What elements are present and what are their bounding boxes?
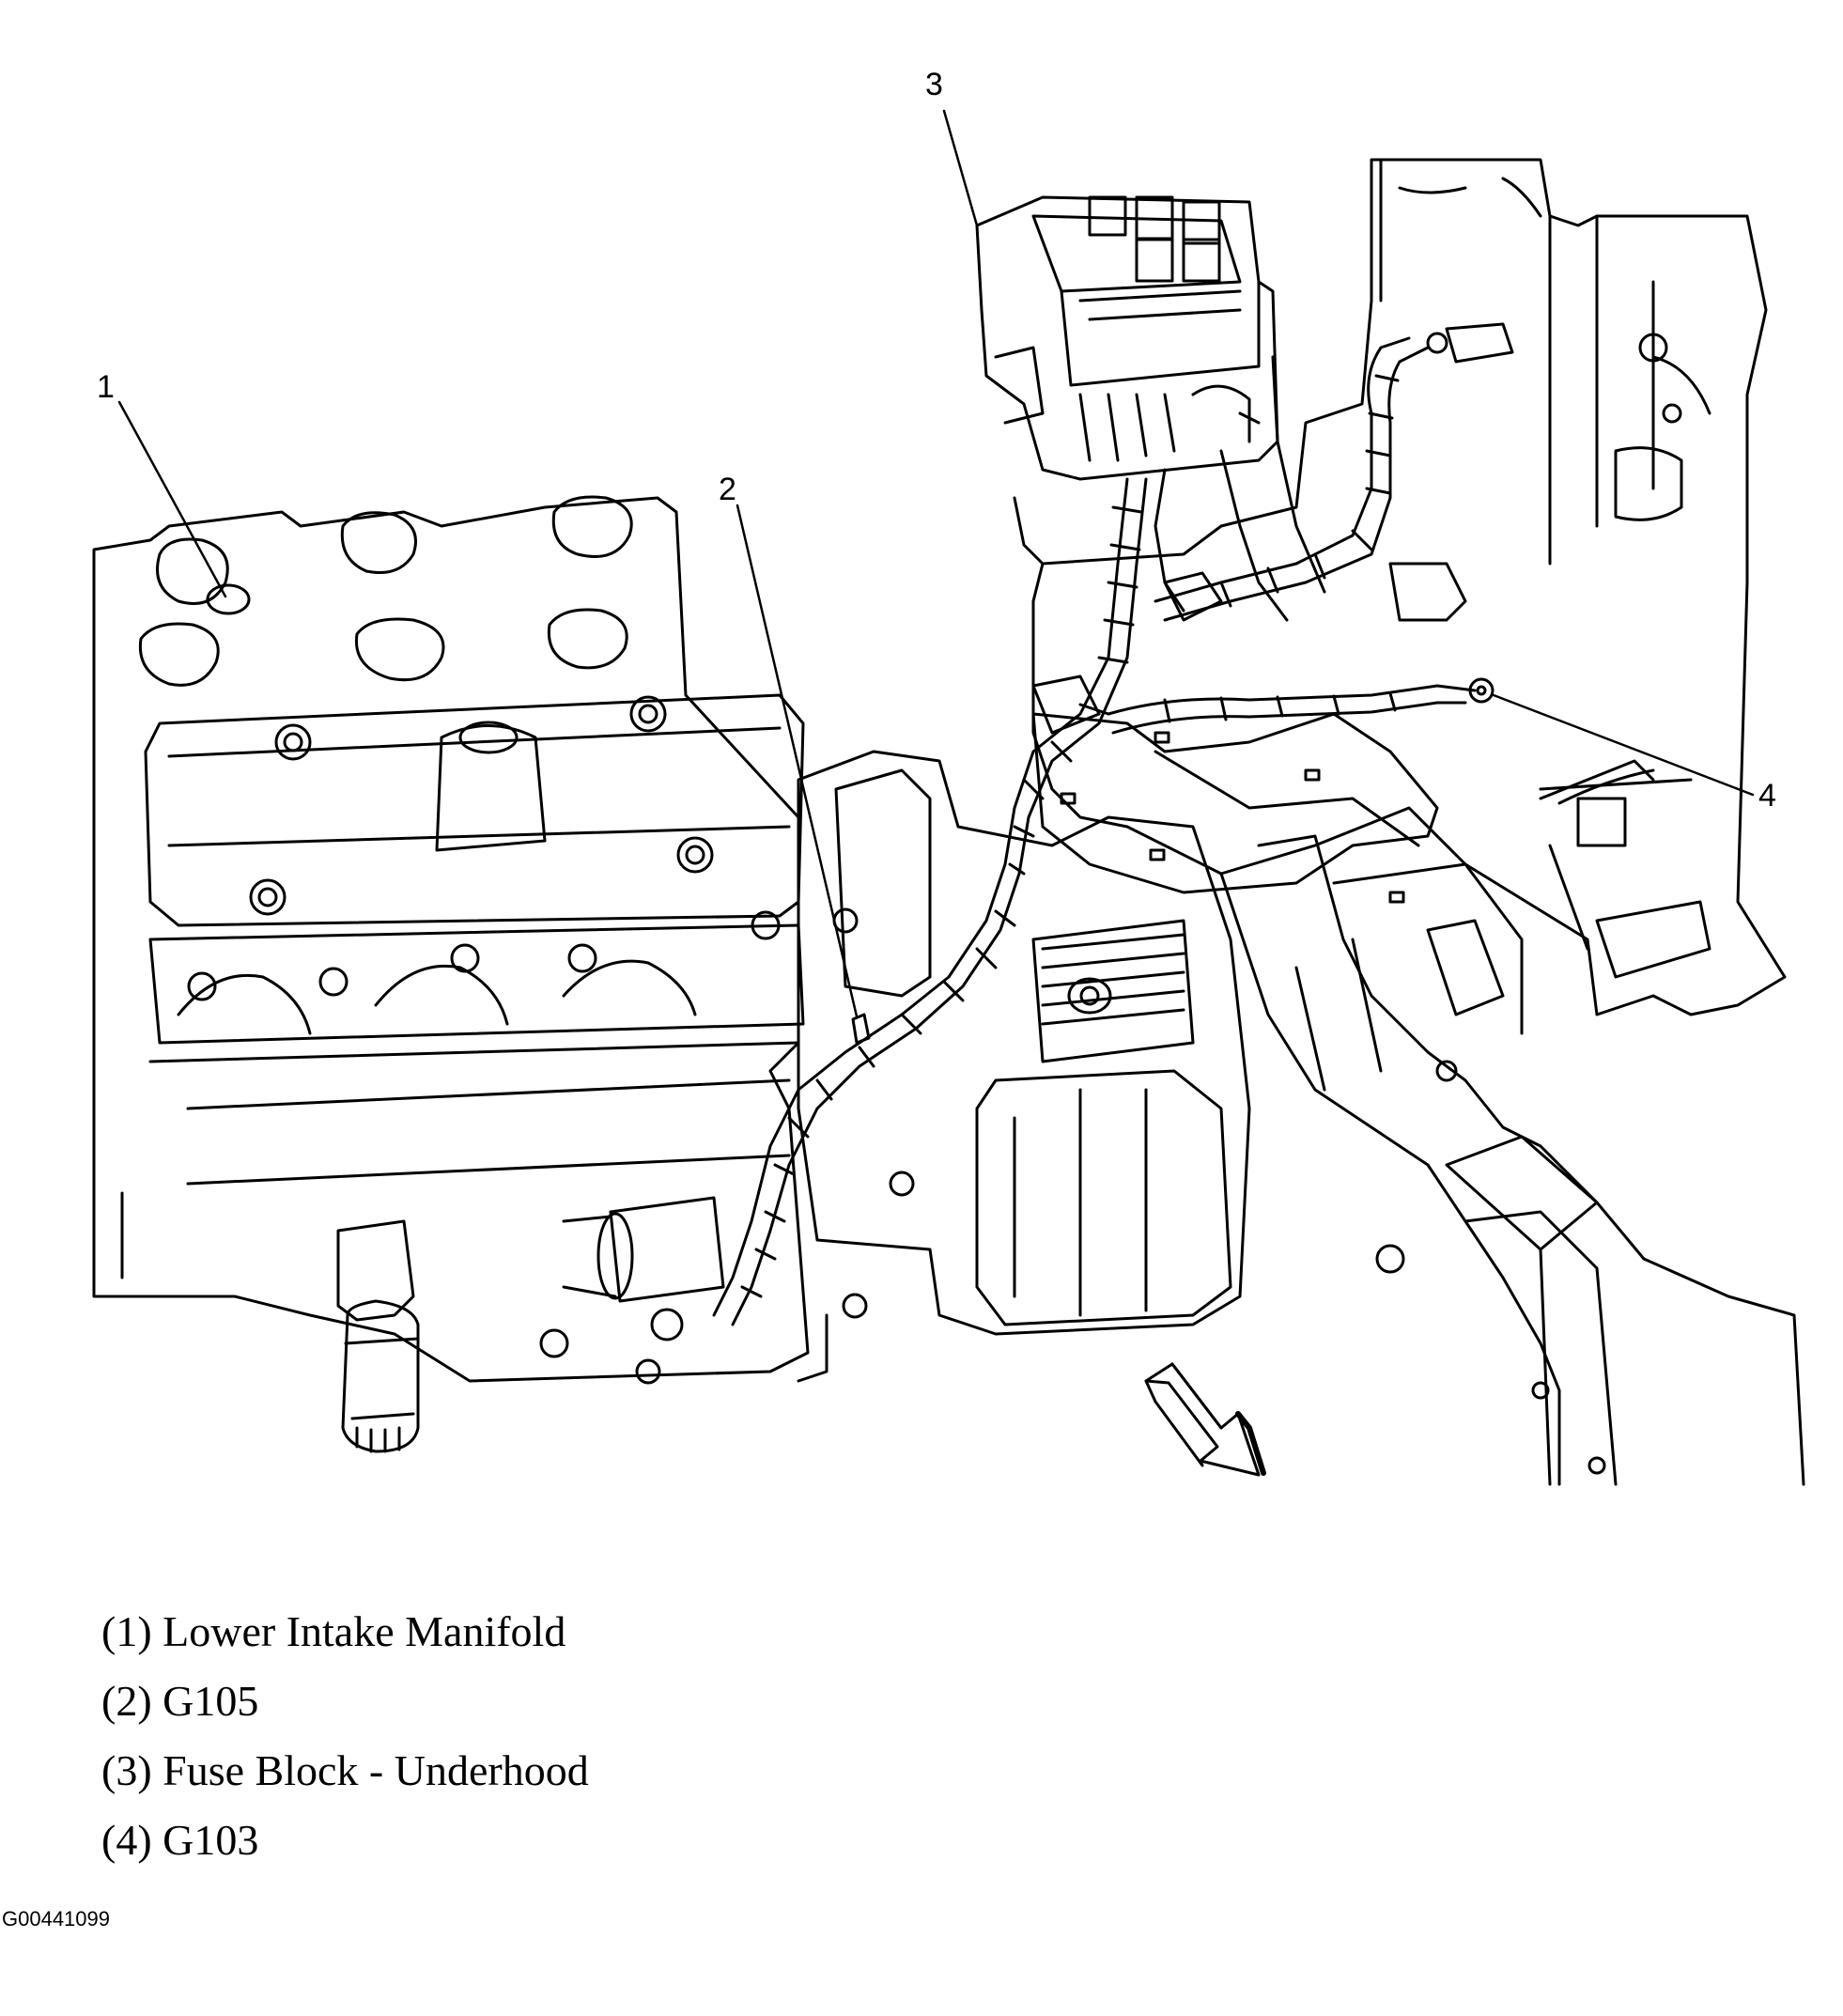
- callout-3: 3: [925, 67, 943, 102]
- engine-compartment-illustration: 1 2 3 4: [92, 67, 1805, 1486]
- legend-item-g105: (2) G105: [101, 1677, 259, 1725]
- transmission: [797, 750, 1251, 1383]
- legend-item-g103: (4) G103: [101, 1816, 259, 1864]
- callout-2: 2: [719, 472, 736, 507]
- body-frame: [1031, 158, 1805, 1486]
- leader-2: [736, 504, 859, 1018]
- engine-block: [92, 495, 810, 1453]
- arrow-icon: [1144, 1362, 1266, 1477]
- fuse-block: [975, 195, 1279, 481]
- legend-item-fuse-block: (3) Fuse Block - Underhood: [101, 1746, 589, 1794]
- leader-3: [942, 109, 979, 227]
- callout-leaders: [117, 109, 1755, 1018]
- legend-item-lower-intake-manifold: (1) Lower Intake Manifold: [101, 1607, 566, 1655]
- callout-1: 1: [97, 369, 115, 405]
- leader-1: [117, 400, 227, 598]
- wiring-harness: [712, 322, 1514, 1326]
- leader-4: [1492, 693, 1755, 797]
- legend: (1) Lower Intake Manifold (2) G105 (3) F…: [101, 1597, 589, 1875]
- callout-4: 4: [1758, 778, 1776, 814]
- figure-id: G00441099: [2, 1907, 110, 1931]
